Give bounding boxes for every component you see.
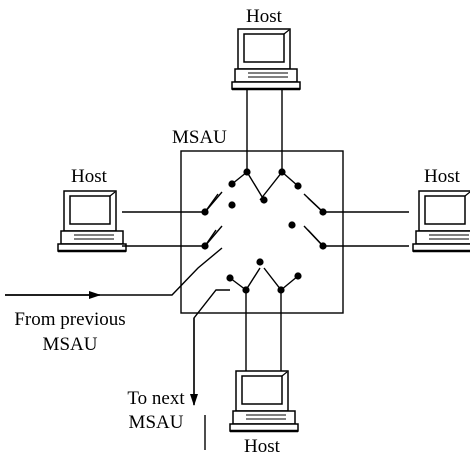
right-host-label: Host	[424, 166, 461, 187]
contact-points	[201, 168, 327, 294]
msau-label: MSAU	[172, 127, 227, 148]
from-previous-label-line1: From previous	[14, 309, 125, 330]
host-cables	[122, 90, 409, 371]
ring-out-line	[193, 289, 230, 405]
computer-icon	[411, 189, 470, 253]
msau-box	[180, 150, 344, 314]
computer-icon	[228, 369, 300, 433]
computer-icon	[230, 27, 302, 91]
computer-icon	[56, 189, 128, 253]
from-previous-label-line2: MSAU	[43, 334, 98, 355]
top-host-label: Host	[246, 6, 283, 27]
bottom-host-label: Host	[244, 436, 281, 457]
to-next-label-line1: To next	[127, 388, 185, 409]
left-host-label: Host	[71, 166, 108, 187]
relay-contacts	[204, 171, 324, 291]
to-next-label-line2: MSAU	[129, 412, 184, 433]
ring-in-line	[5, 247, 223, 296]
